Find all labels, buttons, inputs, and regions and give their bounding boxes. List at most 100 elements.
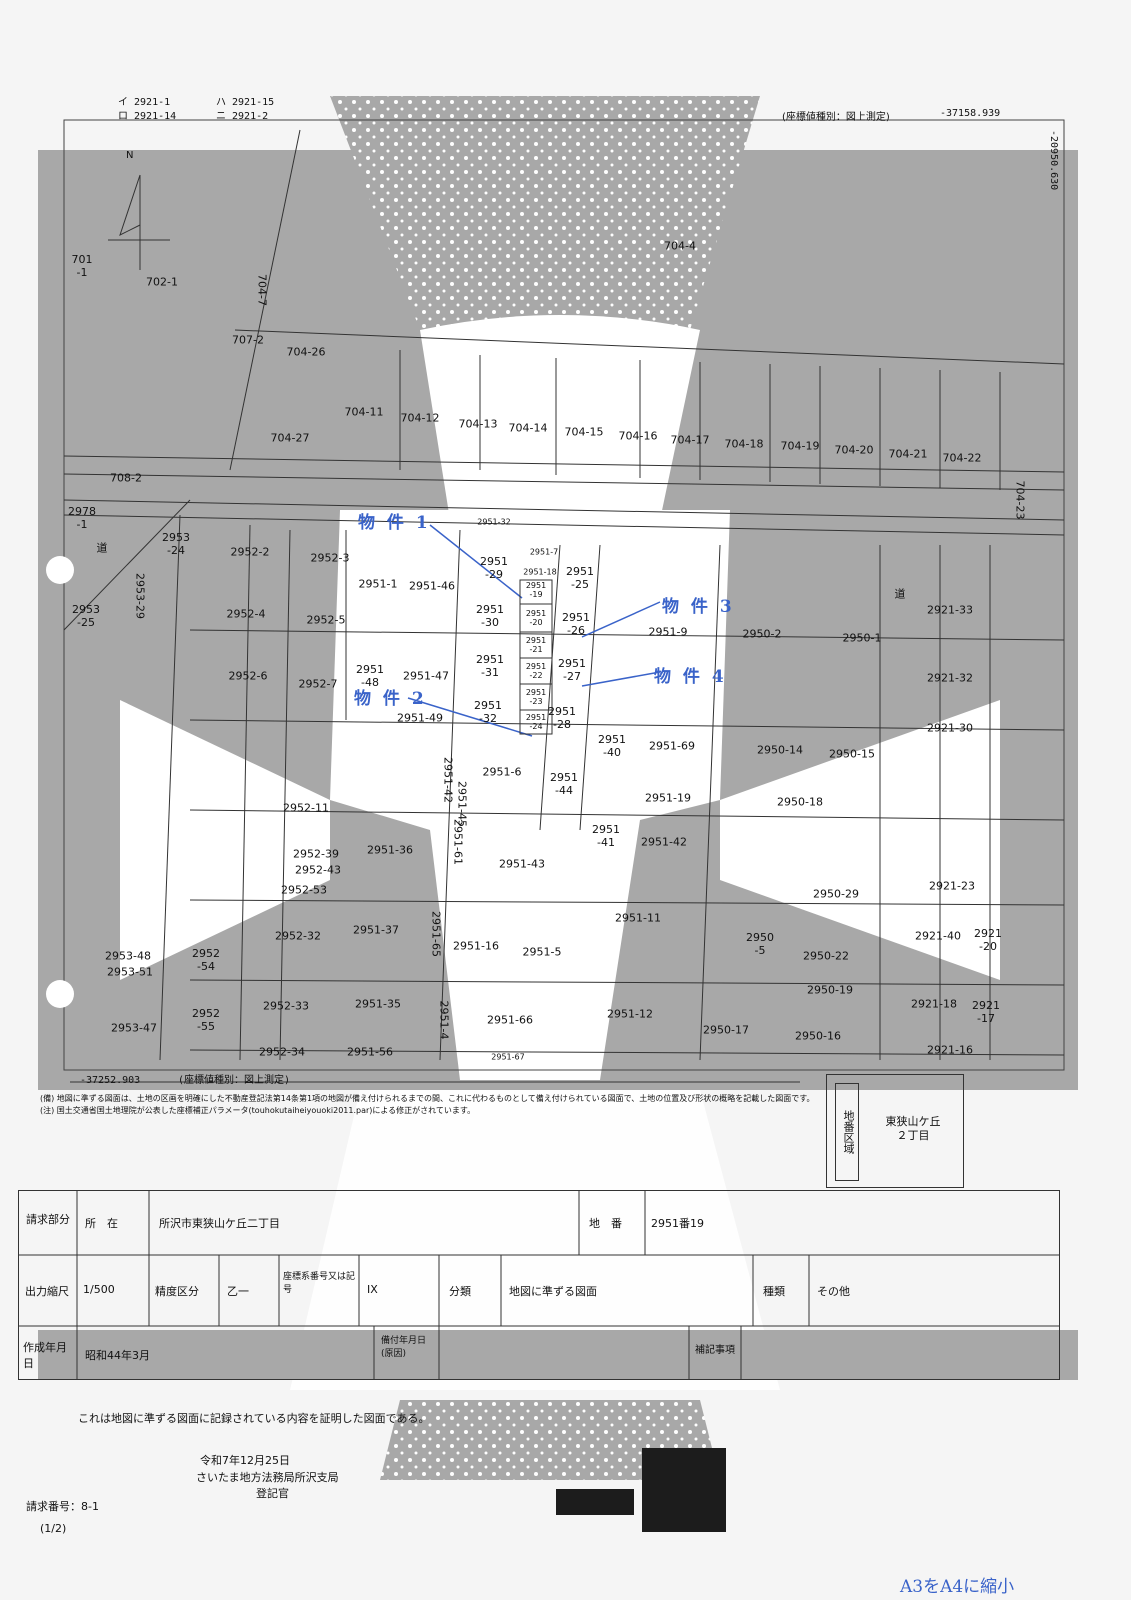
certification: これは地図に準ずる図面に記録されている内容を証明した図面である。 — [78, 1412, 430, 1425]
request-info: 請求番号：8-1 (1/2) — [26, 1496, 99, 1540]
north-label: N — [126, 150, 134, 161]
bunrui-value: 地図に準ずる図面 — [509, 1285, 597, 1298]
parcel-label: 2951-37 — [353, 923, 399, 937]
small-parcel-label: 2951 -24 — [525, 713, 547, 731]
parcel-label: 704-13 — [458, 417, 498, 431]
parcel-label: 2953-48 — [105, 949, 151, 963]
parcel-label: 2952-7 — [298, 677, 338, 691]
note: (備) 地図に準ずる図面は、土地の区画を明確にした不動産登記法第14条第1項の地… — [40, 1094, 815, 1103]
parcel-label: 704-12 — [400, 411, 440, 425]
scale-label: 出力縮尺 — [25, 1285, 69, 1298]
parcel-label: 2952-5 — [306, 613, 346, 627]
parcel-label: 704-22 — [942, 451, 982, 465]
parcel-label: 2951-56 — [347, 1045, 393, 1059]
parcel-label: 2953 -25 — [72, 603, 100, 629]
request-number: 請求番号：8-1 — [26, 1500, 99, 1513]
parcel-label: 2952-2 — [230, 545, 270, 559]
parcel-label: 2951 -27 — [558, 657, 586, 683]
table-grid — [19, 1191, 1059, 1379]
accuracy-label: 精度区分 — [155, 1285, 199, 1298]
parcel-label: 2952-34 — [259, 1045, 305, 1059]
parcel-label: 2951-49 — [397, 711, 443, 725]
note: (注) 国土交通省国土地理院が公表した座標補正パラメータ(touhokutaih… — [40, 1106, 476, 1115]
parcel-label: 2951 -28 — [548, 705, 576, 731]
coord-side: -20950.630 — [1048, 130, 1059, 191]
bottom-ornament — [380, 1400, 720, 1480]
chiban-label: 地 番 — [589, 1217, 622, 1230]
parcel-label: 2951-46 — [409, 579, 455, 593]
parcel-label: 2951-42 — [641, 835, 687, 849]
parcel-label: 2950-22 — [803, 949, 849, 963]
parcel-label: 2951-43 — [499, 857, 545, 871]
page-number: (1/2) — [40, 1522, 67, 1535]
parcel-label: 2951 -29 — [480, 555, 508, 581]
parcel-label: 道 — [96, 541, 108, 555]
parcel-label: 2951-61 — [451, 819, 465, 865]
parcel-label: 704-7 — [255, 274, 269, 306]
parcel-label: 704-17 — [670, 433, 710, 447]
parcel-label: 2952 -54 — [192, 947, 220, 973]
parcel-label: 2951 -40 — [598, 733, 626, 759]
parcel-label: 2921-23 — [929, 879, 975, 893]
parcel-label: 704-26 — [286, 345, 326, 359]
parcel-label: 704-23 — [1013, 480, 1027, 520]
chiban-value: 2951番19 — [651, 1217, 704, 1230]
parcel-label: 2951 -48 — [356, 663, 384, 689]
parcel-label: 2953 -24 — [162, 531, 190, 557]
small-parcel-label: 2951 -20 — [525, 609, 547, 627]
property-4-label: 物 件 4 — [654, 667, 727, 687]
office-name: さいたま地方法務局所沢支局 — [196, 1471, 339, 1484]
parcel-label: 2952-4 — [226, 607, 266, 621]
bureau-box: 地番区域 東狭山ケ丘 ２丁目 — [826, 1074, 964, 1188]
center-light-main — [330, 510, 730, 1080]
parcel-label: 2951 -31 — [476, 653, 504, 679]
small-parcel-grid — [519, 579, 553, 735]
small-parcel-label: 2951-7 — [529, 547, 559, 557]
parcel-label: 704-16 — [618, 429, 658, 443]
parcel-label: 2951-19 — [645, 791, 691, 805]
parcel-label: 2950 -5 — [746, 931, 774, 957]
parcel-label: 2952-53 — [281, 883, 327, 897]
parcel-label: 707-2 — [232, 333, 264, 347]
property-3-label: 物 件 3 — [662, 597, 735, 617]
north-arrow — [108, 174, 170, 270]
parcel-label: 708-2 — [110, 471, 142, 485]
small-parcel-label: 2951-67 — [491, 1052, 525, 1062]
center-light-right — [720, 700, 1000, 980]
parcel-label: 704-19 — [780, 439, 820, 453]
parcel-label: 2951-65 — [429, 911, 443, 957]
parcel-label: 704-21 — [888, 447, 928, 461]
parcel-label: 2952-3 — [310, 551, 350, 565]
punch-hole — [46, 556, 74, 584]
parcel-label: 2951-66 — [487, 1013, 533, 1027]
parcel-label: 2950-17 — [703, 1023, 749, 1037]
parcel-label: 2951 -25 — [566, 565, 594, 591]
parcel-label: 2921 -20 — [974, 927, 1002, 953]
registrar: 登記官 — [256, 1487, 289, 1500]
parcel-label: 704-20 — [834, 443, 874, 457]
parcel-label: 2951 -30 — [476, 603, 504, 629]
parcel-label: 2952-39 — [293, 847, 339, 861]
footer-note: A3をA4に縮小 — [900, 1577, 1015, 1597]
header-ref: ニ 2921-2 — [216, 111, 269, 122]
header-ref: ハ 2921-15 — [216, 97, 275, 108]
top-ornament — [330, 96, 760, 330]
header-ref-col2: ハ 2921-15 ニ 2921-2 — [216, 96, 274, 124]
parcel-label: 704-4 — [664, 239, 696, 253]
parcel-label: 2952-6 — [228, 669, 268, 683]
date-label: 作成年月日 — [23, 1341, 67, 1370]
parcel-label: 2921 -17 — [972, 999, 1000, 1025]
center-light-top — [420, 315, 700, 520]
office: さいたま地方法務局所沢支局 登記官 — [196, 1470, 339, 1502]
parcel-label: 2950-2 — [742, 627, 782, 641]
property-1-label: 物 件 1 — [358, 513, 431, 533]
small-parcel-label: 2951 -19 — [525, 581, 547, 599]
bureau-label: 地番区域 — [835, 1083, 859, 1181]
parcel-label: 2952-32 — [275, 929, 321, 943]
parcel-label: 2950-19 — [807, 983, 853, 997]
accuracy-value: 乙一 — [227, 1285, 249, 1298]
parcel-label: 704-11 — [344, 405, 384, 419]
bottom-left-coord: -37252.903 — [80, 1075, 141, 1086]
small-parcel-label: 2951 -22 — [525, 662, 547, 680]
